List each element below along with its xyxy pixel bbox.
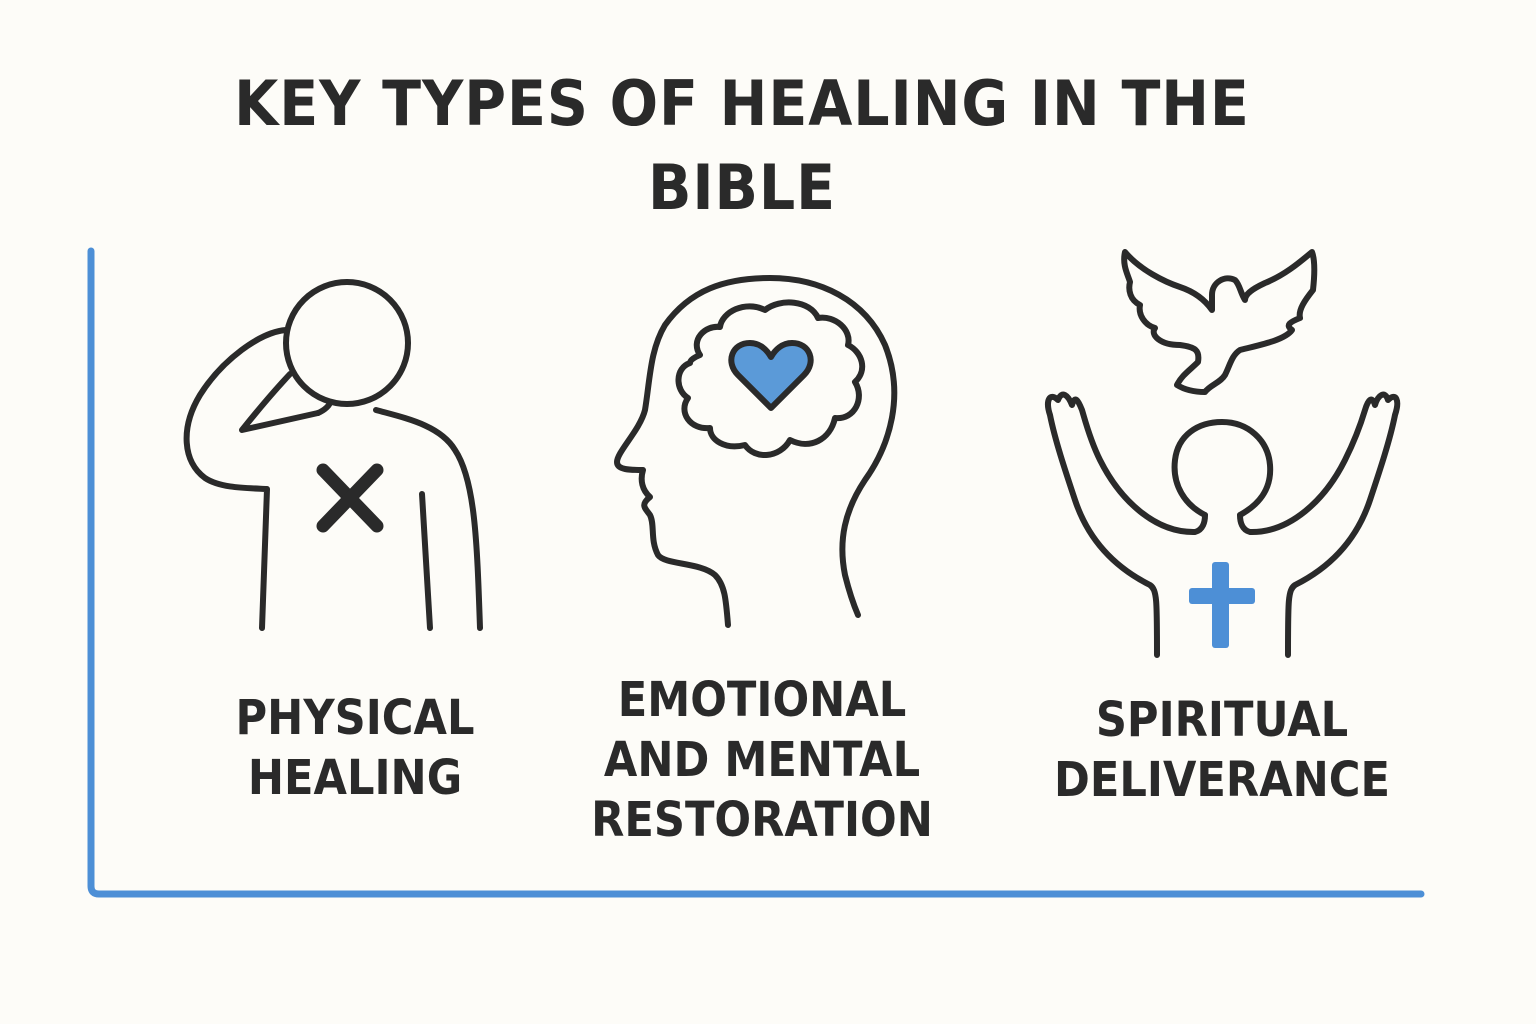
label-line: DELIVERANCE	[1054, 752, 1390, 808]
label-line: HEALING	[247, 750, 463, 806]
heart-icon	[728, 340, 814, 411]
label-line: RESTORATION	[591, 792, 933, 848]
page-title: KEY TYPES OF HEALING IN THE BIBLE	[59, 62, 1424, 230]
emotional-mental-label: EMOTIONAL AND MENTAL RESTORATION	[582, 670, 942, 850]
title-line-2: BIBLE	[647, 151, 837, 224]
dove-icon	[1121, 249, 1318, 395]
label-line: AND MENTAL	[603, 732, 921, 788]
axis-lines	[87, 247, 1425, 898]
title-line-1: KEY TYPES OF HEALING IN THE	[234, 67, 1250, 140]
physical-healing-label: PHYSICAL HEALING	[211, 688, 499, 808]
label-line: EMOTIONAL	[617, 672, 907, 728]
spiritual-deliverance-label: SPIRITUAL DELIVERANCE	[1042, 690, 1402, 810]
cross-icon	[1189, 562, 1255, 648]
label-line: PHYSICAL	[235, 690, 475, 746]
label-line: SPIRITUAL	[1095, 692, 1349, 748]
